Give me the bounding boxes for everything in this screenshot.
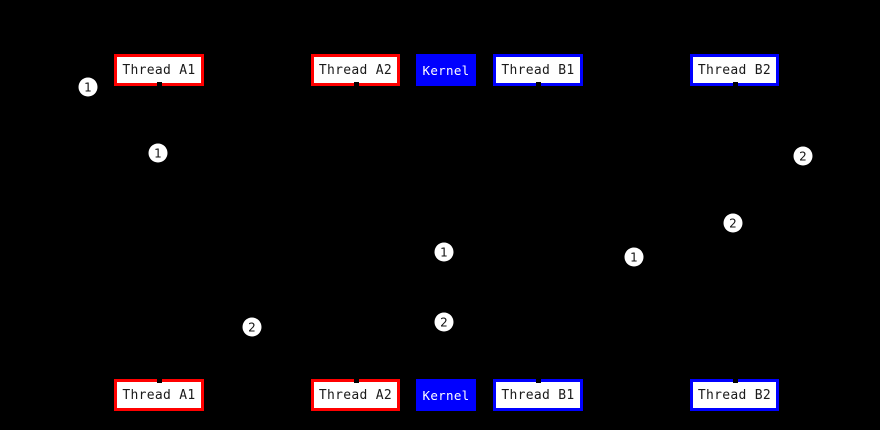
- actor-box-thread-b2-top: Thread B2: [690, 54, 779, 86]
- actor-box-thread-b2-bottom: Thread B2: [690, 379, 779, 411]
- actor-box-kernel-top: Kernel: [416, 54, 476, 86]
- actor-box-thread-a2-bottom: Thread A2: [311, 379, 400, 411]
- actor-footer-row: Thread A1 Thread A2 Kernel Thread B1 Thr…: [0, 379, 880, 411]
- event-marker-2: 2: [723, 213, 743, 233]
- event-marker-1: 1: [148, 143, 168, 163]
- event-marker-1: 1: [78, 77, 98, 97]
- actor-box-thread-a1-top: Thread A1: [114, 54, 204, 86]
- actor-box-thread-a1-bottom: Thread A1: [114, 379, 204, 411]
- actor-box-thread-a2-top: Thread A2: [311, 54, 400, 86]
- actor-box-thread-b1-bottom: Thread B1: [493, 379, 583, 411]
- actor-box-kernel-bottom: Kernel: [416, 379, 476, 411]
- actor-box-thread-b1-top: Thread B1: [493, 54, 583, 86]
- event-marker-2: 2: [242, 317, 262, 337]
- actor-header-row: Thread A1 Thread A2 Kernel Thread B1 Thr…: [0, 54, 880, 86]
- event-marker-1: 1: [434, 242, 454, 262]
- event-marker-1: 1: [624, 247, 644, 267]
- event-marker-2: 2: [793, 146, 813, 166]
- event-marker-2: 2: [434, 312, 454, 332]
